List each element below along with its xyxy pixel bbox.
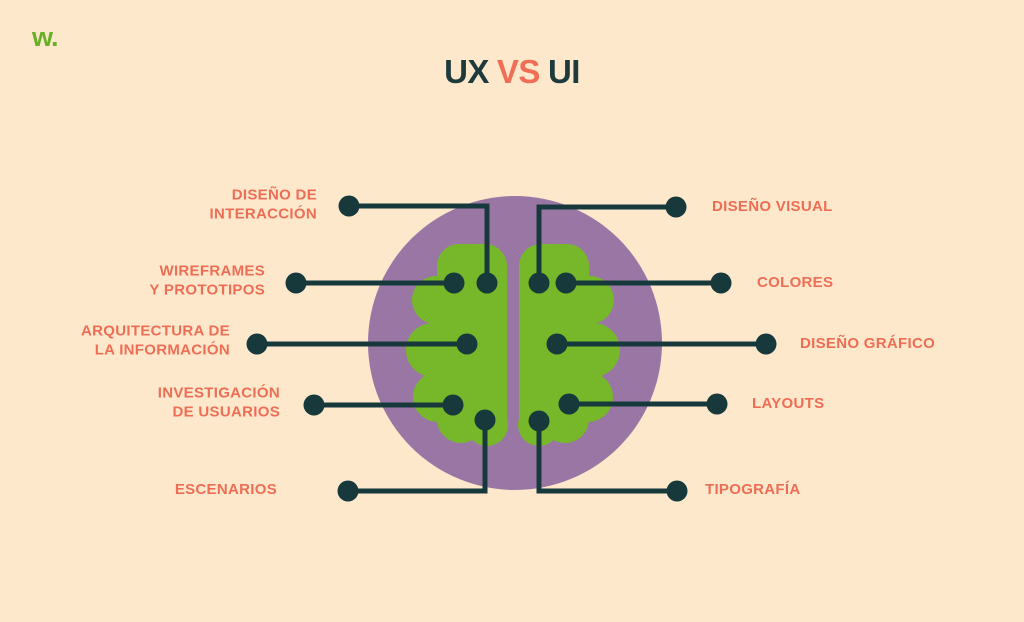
brand-logo: w. — [32, 22, 58, 52]
label-tipografia: TIPOGRAFÍA — [705, 480, 801, 498]
dot-escenarios — [337, 480, 359, 502]
dot-layouts — [706, 393, 728, 415]
title-ux: UX — [444, 53, 489, 90]
connector-escenarios — [348, 420, 488, 494]
title-vs: VS — [496, 53, 541, 90]
dot-diseno-visual — [665, 196, 687, 218]
label-diseno-visual: DISEÑO VISUAL — [712, 197, 833, 215]
connector-diseno-visual — [536, 204, 676, 283]
dot-wireframes — [285, 272, 307, 294]
dot-brain-ux-1 — [476, 272, 498, 294]
title-ui: UI — [547, 53, 581, 90]
label-investigacion: INVESTIGACIÓN DE USUARIOS — [157, 384, 280, 421]
dot-brain-ui-1 — [528, 272, 550, 294]
dot-brain-ui-5 — [528, 410, 550, 432]
dot-diseno-grafico — [755, 333, 777, 355]
dot-brain-ux-2 — [443, 272, 465, 294]
dot-investigacion — [303, 394, 325, 416]
dot-arquitectura — [246, 333, 268, 355]
label-layouts: LAYOUTS — [752, 394, 825, 412]
dot-brain-ui-2 — [555, 272, 577, 294]
connector-diseno-interaccion — [349, 203, 490, 283]
dot-tipografia — [666, 480, 688, 502]
dot-diseno-interaccion — [338, 195, 360, 217]
connector-lines — [257, 203, 766, 494]
label-wireframes: WIREFRAMES Y PROTOTIPOS — [149, 262, 265, 299]
dot-colores — [710, 272, 732, 294]
label-arquitectura: ARQUITECTURA DE LA INFORMACIÓN — [81, 322, 230, 359]
label-diseno-grafico: DISEÑO GRÁFICO — [800, 334, 936, 352]
label-colores: COLORES — [757, 273, 834, 291]
dot-brain-ux-5 — [474, 409, 496, 431]
dot-brain-ux-3 — [456, 333, 478, 355]
dot-brain-ui-3 — [546, 333, 568, 355]
label-diseno-interaccion: DISEÑO DE INTERACCIÓN — [209, 186, 317, 223]
label-escenarios: ESCENARIOS — [174, 480, 277, 498]
dot-brain-ux-4 — [442, 394, 464, 416]
connector-dots — [246, 195, 777, 502]
dot-brain-ui-4 — [558, 393, 580, 415]
connector-tipografia — [536, 421, 677, 494]
